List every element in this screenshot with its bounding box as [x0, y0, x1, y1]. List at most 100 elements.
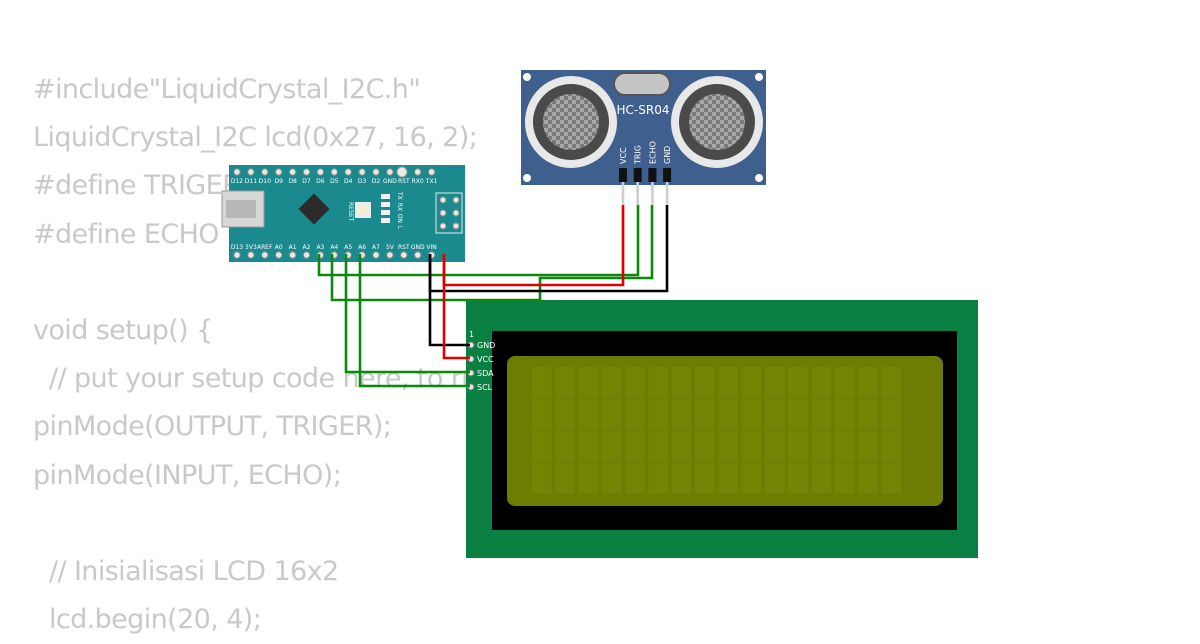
wire-scl-lcd[interactable] [358, 254, 470, 388]
arduino-pin[interactable] [344, 168, 352, 176]
lcd-pin-label: VCC [477, 355, 494, 364]
arduino-pin-label: D13 [231, 244, 243, 251]
lcd-cell [648, 463, 668, 494]
lcd-cell [765, 463, 785, 494]
code-line: pinMode(INPUT, ECHO); [33, 459, 342, 491]
lcd-cell [555, 367, 575, 398]
arduino-pin[interactable] [302, 251, 311, 259]
arduino-pin-label: VIN [426, 244, 436, 251]
wire-echo[interactable] [330, 205, 654, 302]
lcd-cell [578, 431, 599, 462]
lcd-cell [718, 367, 738, 398]
icsp-pin [439, 196, 447, 204]
arduino-pin[interactable] [316, 168, 325, 176]
arduino-pin-label: D6 [316, 178, 325, 185]
lcd-cell [718, 431, 738, 462]
lcd-cell [858, 431, 878, 462]
lcd-pin-label: GND [477, 341, 495, 350]
arduino-pin-label: D11 [245, 178, 257, 185]
lcd-cell [555, 463, 575, 494]
mount-hole [523, 73, 531, 81]
lcd-cell [858, 463, 878, 494]
lcd-cell [532, 367, 552, 398]
wire-sda-lcd[interactable] [344, 254, 470, 374]
arduino-pin[interactable] [261, 168, 269, 176]
lcd-cell [578, 367, 599, 398]
lcd-cell [881, 399, 901, 430]
arduino-pin[interactable] [275, 251, 283, 259]
lcd-cell [601, 431, 622, 462]
lcd-cell [601, 367, 622, 398]
arduino-pin[interactable] [330, 168, 338, 176]
arduino-pin[interactable] [233, 168, 241, 176]
lcd-cell [881, 367, 901, 398]
reset-label: RESET [347, 202, 354, 222]
arduino-pin[interactable] [358, 168, 366, 176]
arduino-pin[interactable] [247, 168, 255, 176]
arduino-pin[interactable] [386, 168, 394, 176]
lcd-cell [811, 367, 832, 398]
arduino-pin[interactable] [372, 168, 380, 176]
lcd-cell [625, 463, 645, 494]
arduino-pin[interactable] [288, 251, 297, 259]
sensor-pin-leg [621, 182, 625, 205]
wire-gnd-lcd[interactable] [428, 254, 470, 347]
sensor-pin-label: TRIG [634, 145, 643, 165]
arduino-pin-label: D7 [302, 178, 311, 185]
arduino-pin-label: RST [398, 178, 410, 185]
arduino-pin[interactable] [386, 251, 394, 259]
sensor-pin[interactable] [648, 168, 657, 182]
arduino-pin-label: D9 [274, 178, 283, 185]
wire-trig[interactable] [317, 205, 640, 277]
arduino-pin-label: TX1 [425, 178, 438, 185]
arduino-pin[interactable] [414, 251, 422, 259]
sensor-pin-leg [636, 182, 639, 205]
icsp-pin [439, 209, 447, 217]
arduino-pin-label: D3 [358, 178, 367, 185]
code-line: pinMode(OUTPUT, TRIGER); [33, 411, 392, 443]
arduino-pin[interactable] [233, 251, 241, 259]
sensor-pin[interactable] [619, 168, 627, 182]
lcd-cell [671, 399, 692, 430]
lcd-cell [788, 431, 808, 462]
lcd-cell [625, 399, 645, 430]
mount-hole [523, 174, 531, 182]
lcd-cell [765, 431, 785, 462]
arduino-pin[interactable] [414, 168, 422, 176]
lcd-cell [532, 463, 552, 494]
wire-vcc-lcd[interactable] [442, 254, 470, 360]
lcd-cell [695, 431, 715, 462]
arduino-pin-label: D8 [288, 178, 297, 185]
lcd-cell [695, 463, 715, 494]
lcd-cell [788, 399, 808, 430]
arduino-pin[interactable] [427, 168, 436, 176]
icsp-pins [439, 196, 460, 230]
arduino-pin[interactable] [261, 251, 269, 259]
arduino-pin-label: 5V [386, 244, 395, 251]
arduino-pin[interactable] [247, 251, 255, 259]
sensor-pin[interactable] [663, 168, 672, 182]
arduino-pin[interactable] [302, 168, 311, 176]
arduino-pin-label: D2 [372, 178, 381, 185]
transducer-right [671, 76, 763, 168]
wire-vcc-sensor[interactable] [442, 205, 625, 287]
arduino-pin-label: A0 [275, 244, 283, 251]
arduino-board [229, 165, 465, 262]
led-labels: TXRXONL [396, 191, 403, 230]
arduino-pin[interactable] [275, 168, 283, 176]
lcd-pin-label: SCL [477, 383, 493, 392]
sensor-pin-leg [651, 182, 654, 205]
arduino-pin-label: A2 [303, 244, 311, 251]
code-line: void setup() { [33, 314, 213, 346]
lcd-pin-number: 1 [469, 330, 474, 339]
lcd-cell [741, 367, 762, 398]
arduino-pin[interactable] [372, 251, 380, 259]
sensor-pin[interactable] [633, 168, 642, 182]
lcd-cell [625, 367, 645, 398]
arduino-pin[interactable] [288, 168, 297, 176]
arduino-pin[interactable] [400, 251, 408, 259]
